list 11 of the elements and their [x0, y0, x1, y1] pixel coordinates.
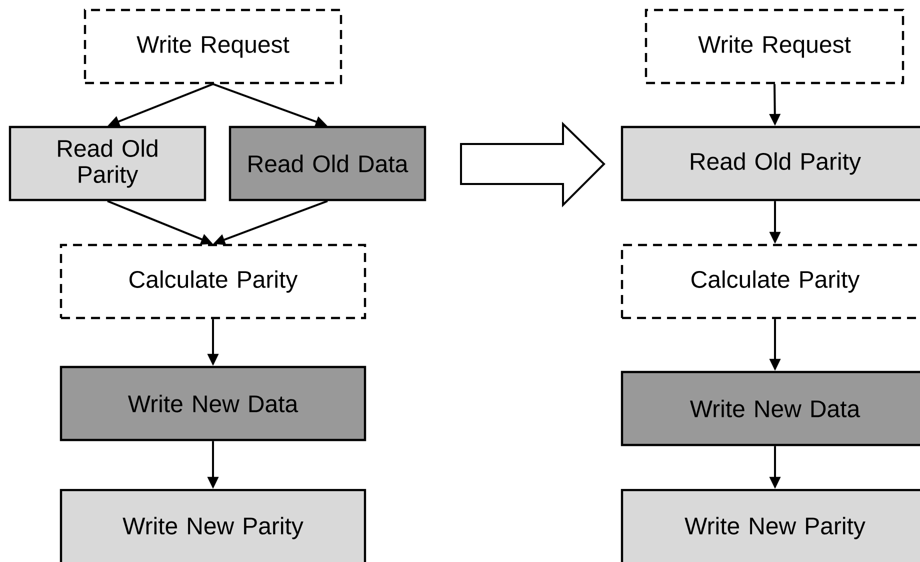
- dashed-step-box: Write Request: [644, 8, 904, 84]
- step-box: Read Old Parity: [620, 126, 920, 202]
- step-box: Write New Data: [620, 370, 920, 446]
- step-box: Write New Data: [60, 366, 366, 442]
- step-box: Write New Parity: [60, 488, 366, 562]
- dashed-step-box: Calculate Parity: [620, 244, 920, 320]
- dashed-step-box: Calculate Parity: [60, 244, 366, 320]
- step-box: Read Old Parity: [8, 126, 206, 202]
- step-box: Write New Parity: [620, 488, 920, 562]
- dashed-step-box: Write Request: [84, 8, 342, 84]
- step-box: Read Old Data: [228, 126, 426, 202]
